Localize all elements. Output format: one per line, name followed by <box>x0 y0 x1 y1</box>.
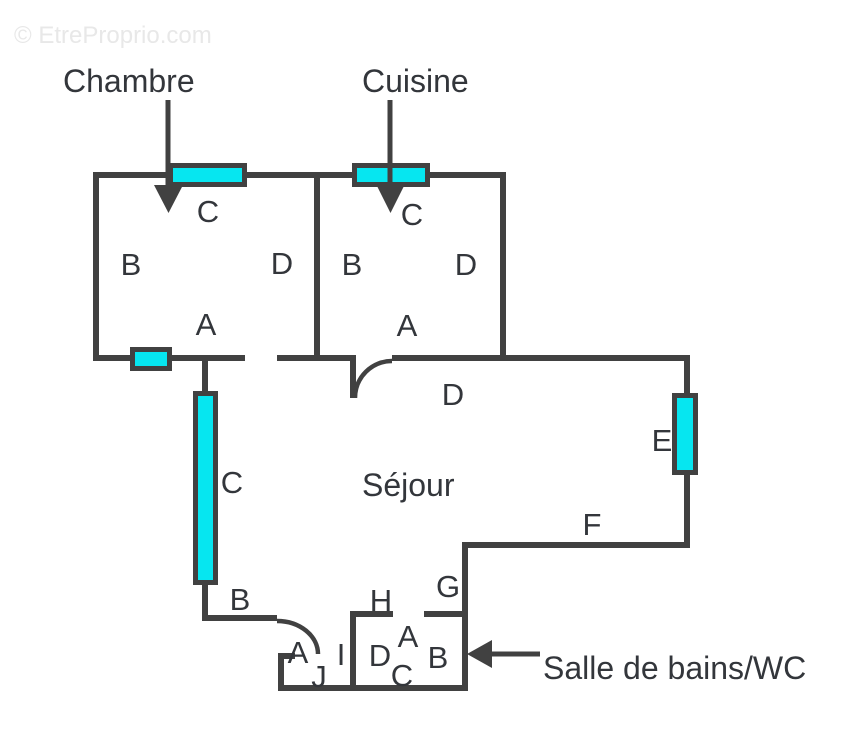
letter-entry-i: I <box>337 637 346 672</box>
chambre-arrow <box>154 100 183 213</box>
arrow-head-left-icon <box>467 640 492 668</box>
letter-cuisine-window-c: C <box>401 197 423 232</box>
arrow-head-down-icon <box>376 184 405 213</box>
letter-cuisine-bottom-a: A <box>397 308 418 343</box>
letter-cuisine-right-d: D <box>455 247 477 282</box>
wall-bath-left <box>350 611 356 691</box>
wall-bottom <box>278 685 468 691</box>
wall-sejour-bottom-left <box>202 615 277 621</box>
wall-entry-left <box>278 653 284 691</box>
letter-chambre-bottom-a: A <box>196 307 217 342</box>
window-glass <box>173 168 242 182</box>
letter-bath-top-h: H <box>370 583 392 618</box>
letter-sejour-left-b: B <box>230 582 251 617</box>
label-salle-de-bains: Salle de bains/WC <box>543 650 806 686</box>
watermark-text: © EtreProprio.com <box>14 22 212 49</box>
letter-sejour-window-c: C <box>221 465 243 500</box>
letter-chambre-window-c: C <box>197 194 219 229</box>
label-sejour: Séjour <box>362 467 455 503</box>
wall-bath-right <box>462 542 468 691</box>
window-glass <box>198 396 213 580</box>
arrow-head-down-icon <box>154 185 183 213</box>
wall-top <box>93 172 506 178</box>
wall-bath-top-right <box>424 611 468 617</box>
letter-bath-a: A <box>398 619 419 654</box>
window-sejour-right <box>672 393 698 475</box>
letter-entry-a: A <box>288 635 309 670</box>
letter-chambre-right-d: D <box>271 246 293 281</box>
letter-chambre-left-b: B <box>121 247 142 282</box>
wall-entry-stub <box>278 653 295 659</box>
arrow-line <box>387 100 393 187</box>
wall-room-divider <box>314 172 320 361</box>
letter-entry-j: J <box>311 659 327 694</box>
letter-bath-b: B <box>428 640 449 675</box>
label-cuisine: Cuisine <box>362 63 469 99</box>
wall-door-jamb <box>350 355 356 398</box>
cuisine-arrow <box>376 100 405 213</box>
letter-sejour-window-e: E <box>652 423 673 458</box>
letter-bath-niche-g: G <box>436 569 460 604</box>
wall-cuisine-right <box>500 172 506 361</box>
wall-sejour-top <box>392 355 690 361</box>
wall-left <box>93 172 99 361</box>
salle-de-bains-arrow <box>467 640 540 668</box>
window-sejour-left <box>193 391 218 585</box>
letter-bath-d: D <box>369 638 391 673</box>
window-glass <box>135 352 167 366</box>
door-arc-cuisine <box>352 358 393 399</box>
window-glass <box>677 398 693 470</box>
letter-sejour-top-d: D <box>442 377 464 412</box>
arrow-line <box>165 100 171 187</box>
letter-cuisine-left-b: B <box>342 247 363 282</box>
letter-sejour-bottom-f: F <box>583 507 602 542</box>
window-chambre-top <box>168 163 247 187</box>
arrow-line <box>492 651 540 657</box>
wall-sejour-bottom <box>462 542 690 548</box>
window-chambre-bottom <box>130 347 172 371</box>
wall-bath-top-left <box>350 611 393 617</box>
letter-bath-c: C <box>391 658 413 693</box>
door-arc-entry <box>276 618 321 655</box>
label-chambre: Chambre <box>63 63 195 99</box>
